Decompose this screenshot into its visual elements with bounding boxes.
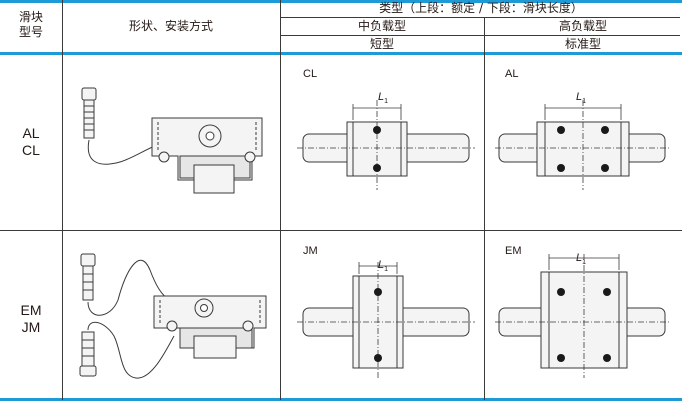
header-slider-model: 滑块 型号	[18, 10, 43, 39]
diagram-label-jm: JM	[303, 245, 318, 257]
al-slider-diagram	[495, 100, 671, 190]
row2-model: EM JM	[20, 302, 42, 335]
row1-model: AL CL	[22, 125, 40, 158]
jm-slider-diagram	[297, 262, 475, 378]
row2-bolt-bottom-icon	[79, 331, 97, 377]
row1-block-icon	[151, 117, 263, 194]
row2-leader-bottom	[87, 321, 175, 379]
row1-install-drawing	[81, 87, 263, 194]
col-divider-1	[62, 0, 63, 400]
diagram-label-em: EM	[505, 245, 522, 257]
top-rule	[0, 0, 682, 3]
row2-leader-top	[87, 259, 171, 316]
col-divider-3	[484, 17, 485, 400]
row-divider	[0, 230, 682, 231]
dim-label-em: L1	[576, 252, 586, 266]
col-divider-2	[280, 0, 281, 400]
diagram-label-al: AL	[505, 68, 519, 80]
dim-label-al: L1	[576, 91, 587, 106]
cl-slider-diagram	[297, 100, 475, 190]
header-bottom-rule	[0, 52, 682, 55]
dim-label-cl: L1	[378, 91, 389, 106]
header-subrow-divider	[280, 35, 680, 36]
dim-label-jm: L1	[378, 259, 389, 274]
header-high-load: 高负载型	[558, 19, 607, 33]
bottom-rule	[0, 398, 682, 401]
row2-install-drawing	[79, 253, 267, 379]
header-shape-install: 形状、安装方式	[128, 19, 213, 33]
header-medium-load: 中负载型	[357, 19, 406, 33]
header-type-title: 类型（上段：额定 / 下段：滑块长度）	[379, 1, 583, 15]
em-slider-diagram	[495, 254, 671, 378]
row2-block-icon	[153, 295, 267, 359]
header-row-divider	[280, 17, 680, 18]
header-short: 短型	[369, 37, 394, 51]
header-standard: 标准型	[564, 37, 601, 51]
diagram-label-cl: CL	[303, 68, 318, 80]
row2-bolt-top-icon	[80, 253, 96, 301]
row1-bolt-icon	[81, 87, 97, 139]
